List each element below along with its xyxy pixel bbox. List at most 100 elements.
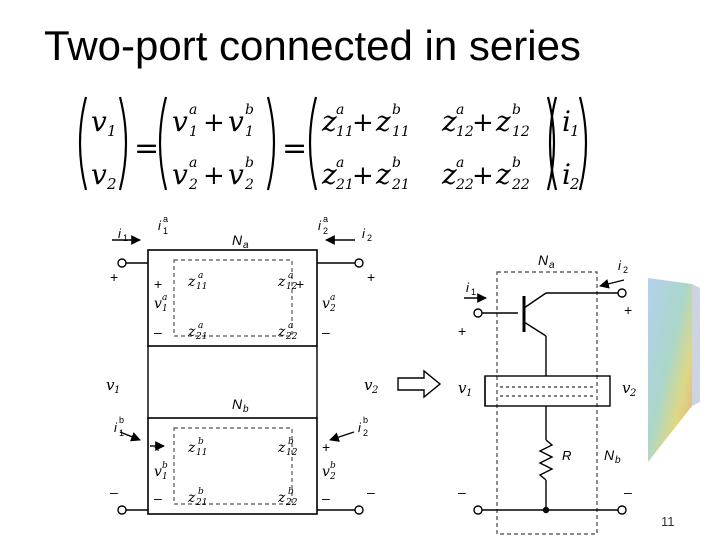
svg-text:1: 1: [107, 122, 117, 140]
label-v2b: v: [322, 464, 330, 480]
svg-text:a: a: [189, 102, 197, 118]
svg-text:1: 1: [163, 226, 168, 236]
svg-text:21: 21: [195, 332, 207, 342]
svg-text:21: 21: [195, 498, 207, 508]
network-b-box: [147, 417, 318, 515]
svg-text:v: v: [228, 105, 244, 138]
label-na: N: [232, 232, 243, 248]
svg-text:2: 2: [188, 177, 198, 193]
svg-text:b: b: [198, 487, 204, 497]
equals-sign-2: =: [282, 131, 307, 166]
svg-text:v: v: [172, 105, 188, 138]
svg-text:a: a: [549, 260, 555, 271]
svg-text:v: v: [91, 158, 107, 191]
svg-text:a: a: [288, 271, 293, 281]
svg-text:+: +: [203, 161, 225, 191]
svg-text:b: b: [615, 455, 621, 466]
label-v1: v: [106, 376, 115, 394]
svg-text:v: v: [172, 158, 188, 191]
label-i2: i: [362, 226, 366, 241]
svg-text:a: a: [336, 155, 344, 171]
network-a-inner-dashed: [173, 259, 293, 337]
svg-text:b: b: [330, 461, 336, 471]
svg-text:b: b: [392, 102, 401, 118]
svg-text:22: 22: [511, 177, 530, 193]
network-b-inner-dashed: [173, 427, 293, 505]
svg-text:2: 2: [371, 385, 378, 396]
label-right-nb: N: [604, 447, 615, 463]
svg-text:11: 11: [196, 282, 207, 292]
svg-text:2: 2: [569, 175, 580, 193]
svg-text:11: 11: [392, 124, 410, 140]
label-i2a: i: [318, 218, 322, 233]
svg-text:+: +: [472, 108, 494, 138]
label-nb: N: [232, 396, 243, 412]
svg-text:b: b: [245, 102, 254, 118]
right-circuit: [464, 271, 627, 535]
label-z22a: z: [277, 324, 286, 340]
svg-text:b: b: [243, 404, 249, 415]
svg-text:b: b: [162, 461, 168, 471]
svg-text:b: b: [198, 437, 204, 447]
svg-text:b: b: [288, 487, 294, 497]
transform-arrow: [397, 369, 442, 399]
svg-text:1: 1: [162, 472, 168, 482]
svg-text:+: +: [296, 276, 304, 292]
svg-text:–: –: [458, 484, 466, 500]
svg-text:z: z: [321, 158, 337, 191]
svg-text:a: a: [336, 102, 344, 118]
svg-text:+: +: [624, 302, 632, 318]
label-z22b: z: [277, 490, 286, 506]
svg-text:b: b: [288, 437, 294, 447]
svg-text:–: –: [154, 324, 162, 340]
label-right-na: N: [538, 252, 549, 268]
svg-text:+: +: [154, 439, 162, 455]
svg-text:a: a: [288, 321, 293, 331]
svg-text:–: –: [154, 490, 162, 506]
svg-text:–: –: [322, 324, 330, 340]
svg-text:v: v: [91, 105, 107, 138]
svg-text:b: b: [392, 155, 401, 171]
svg-text:a: a: [162, 293, 167, 303]
svg-text:2: 2: [106, 175, 117, 193]
svg-text:22: 22: [455, 177, 474, 193]
svg-text:+: +: [458, 323, 466, 339]
equals-sign: =: [134, 131, 159, 166]
label-z12a: z: [277, 274, 286, 290]
svg-text:21: 21: [391, 177, 410, 193]
svg-text:+: +: [110, 269, 118, 285]
label-i1a: i: [158, 218, 162, 233]
svg-text:–: –: [110, 484, 118, 500]
label-v2: v: [364, 376, 373, 394]
svg-text:b: b: [119, 415, 124, 425]
svg-text:22: 22: [285, 332, 298, 342]
label-i2b: i: [358, 420, 362, 435]
svg-text:–: –: [624, 484, 632, 500]
svg-text:–: –: [367, 484, 375, 500]
svg-text:a: a: [189, 155, 197, 171]
right-dashed-network: [496, 271, 598, 535]
svg-text:z: z: [321, 105, 337, 138]
svg-text:b: b: [245, 155, 254, 171]
label-right-i1: i: [466, 280, 470, 295]
svg-text:+: +: [203, 108, 225, 138]
sum-vector: v 1a + v 1b v 2a + v 2b: [158, 96, 276, 193]
svg-text:v: v: [228, 158, 244, 191]
svg-text:a: a: [456, 155, 464, 171]
label-right-v2: v: [622, 379, 631, 397]
svg-text:z: z: [375, 105, 391, 138]
svg-text:i: i: [562, 158, 571, 191]
svg-text:1: 1: [119, 428, 124, 438]
svg-text:b: b: [512, 155, 521, 171]
label-z11b: z: [187, 440, 196, 456]
label-right-r: R: [562, 448, 571, 463]
svg-text:+: +: [352, 161, 374, 191]
svg-text:2: 2: [629, 388, 636, 399]
svg-text:2: 2: [329, 304, 336, 314]
z-matrix: z 11a + z 11b z 12a + z 12b z 21a + z 21…: [308, 96, 556, 193]
left-circuit: [112, 235, 364, 515]
svg-text:a: a: [243, 240, 249, 251]
